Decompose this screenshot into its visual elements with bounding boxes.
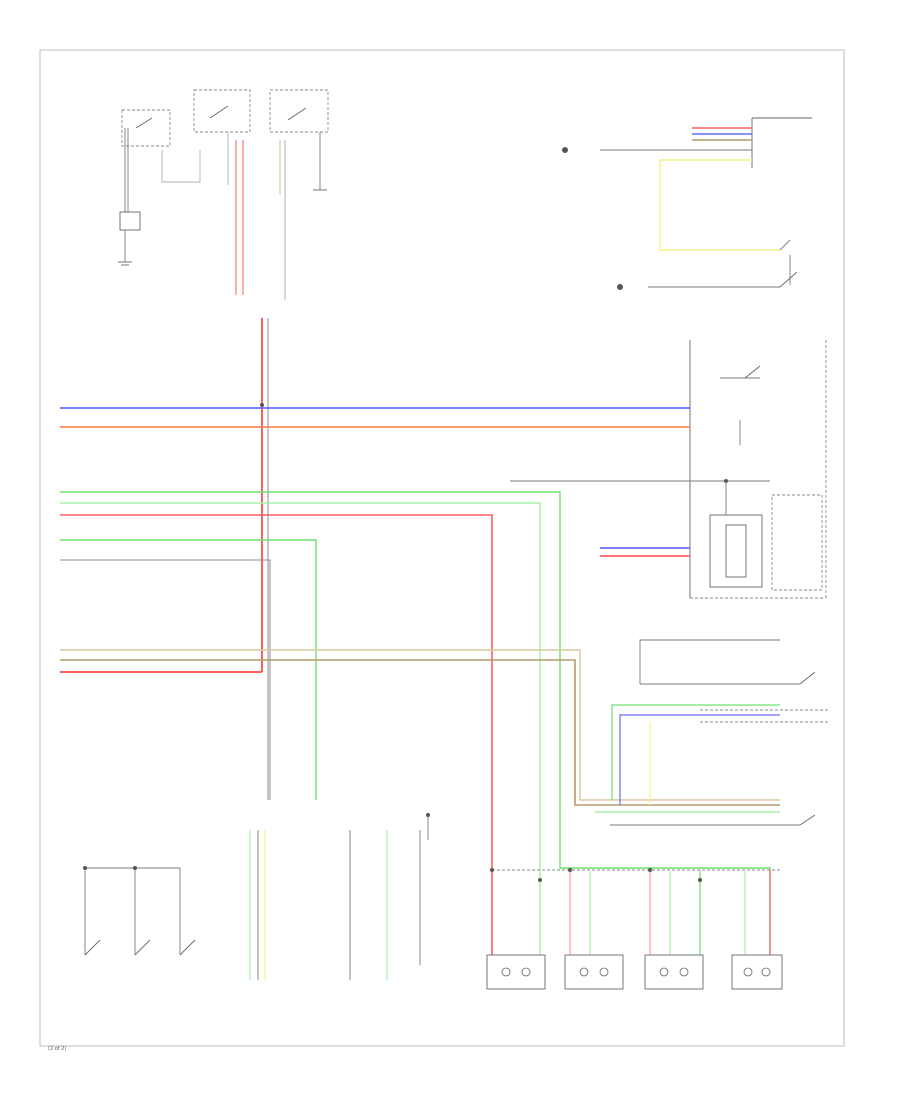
door-lock-switch-group [118,109,171,266]
splice-point [490,868,494,872]
wire-gray-bus [60,559,271,800]
control-circuit-box [771,494,823,591]
ground-module [119,211,141,231]
rear-right-lock-actuator [349,813,430,980]
page-id-label: (2 of 2) [48,1046,67,1052]
wire-green-switch [611,704,780,800]
wire-green-bus-1 [60,491,771,955]
child-protector-switch [193,89,251,133]
splice-point [260,403,264,407]
control-relay-box [709,514,763,588]
front-left-door-lock-motor [731,954,783,990]
splice-point [83,866,87,870]
rear-door-switch [269,89,329,133]
splice-point [133,866,137,870]
rear-left-motor-group [249,830,266,980]
door-key-cylinder-switch [617,271,798,290]
splice-point [538,878,542,882]
wire-red-bus [60,514,493,955]
ground-point [562,147,568,153]
rear-left-lock-actuator [84,867,196,956]
door-lock-control-module [689,340,827,599]
wire-child-loop [161,150,201,183]
splice-point [698,878,702,882]
diagram-frame [39,49,845,1047]
wire-yellow-loop [659,159,780,251]
rear-right-door-lock-motor [564,954,624,990]
child-protector-switch-group [161,89,251,185]
wire-green-bus-2 [60,539,317,800]
right-mid-switches [595,639,830,826]
wire-tan-bus [60,649,780,801]
door-lock-switch [121,109,171,147]
wire-blue-switch [619,714,780,805]
rear-door-switch-group [269,89,329,191]
driver-door-lock-actuator [562,117,812,285]
front-right-door-lock-motor [486,954,546,990]
rear-left-door-lock-motor [644,954,704,990]
splice-point [648,868,652,872]
wire-brown-bus [60,659,780,806]
splice-point [568,868,572,872]
wire-light-green-bus [60,502,541,955]
